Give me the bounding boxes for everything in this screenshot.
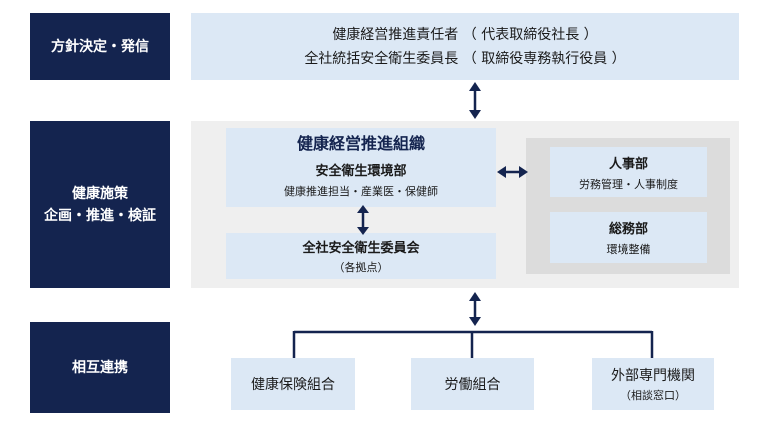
label-health-measures: 健康施策 企画・推進・検証 [30, 121, 170, 288]
label-health-line2: 企画・推進・検証 [44, 207, 156, 224]
ga-desc: 環境整備 [606, 243, 651, 256]
hr-box: 人事部 労務管理・人事制度 [550, 147, 707, 197]
hr-name: 人事部 [608, 156, 648, 172]
insurance-box: 健康保険組合 [231, 358, 355, 410]
insurance-label: 健康保険組合 [251, 377, 335, 393]
external-box: 外部専門機関 （相談窓口） [592, 358, 714, 410]
partner-bracket [292, 330, 654, 358]
org-box: 健康経営推進組織 安全衛生環境部 健康推進担当・産業医・保健師 [226, 128, 496, 207]
env-dept-desc: 健康推進担当・産業医・保健師 [284, 185, 438, 198]
union-box: 労働組合 [411, 358, 534, 410]
union-label: 労働組合 [444, 377, 501, 393]
arrow-top-middle [469, 82, 481, 119]
committee-name: 全社安全衛生委員会 [302, 241, 420, 256]
top-leadership-box: 健康経営推進責任者 （ 代表取締役社長 ） 全社統括安全衛生委員長 （ 取締役専… [191, 13, 739, 80]
ga-name: 総務部 [608, 222, 648, 237]
label-mutual-text: 相互連携 [72, 359, 128, 376]
label-policy-text: 方針決定・発信 [51, 38, 149, 55]
committee-sub: （各拠点） [333, 261, 389, 274]
arrow-middle-partners [469, 292, 481, 326]
top-line-1: 健康経営推進責任者 （ 代表取締役社長 ） [332, 26, 598, 43]
env-dept-name: 安全衛生環境部 [315, 164, 407, 179]
label-mutual: 相互連携 [30, 322, 170, 413]
external-label: 外部専門機関 [611, 368, 695, 384]
ga-box: 総務部 環境整備 [550, 212, 707, 263]
arrow-org-depts [497, 166, 528, 178]
committee-box: 全社安全衛生委員会 （各拠点） [226, 233, 496, 279]
label-policy: 方針決定・発信 [30, 13, 170, 80]
hr-desc: 労務管理・人事制度 [579, 177, 678, 191]
external-sub: （相談窓口） [620, 389, 686, 402]
top-line-2: 全社統括安全衛生委員長 （ 取締役専務執行役員 ） [304, 50, 626, 67]
label-health-line1: 健康施策 [72, 185, 128, 202]
arrow-org-committee [357, 205, 369, 235]
org-title: 健康経営推進組織 [296, 134, 425, 153]
